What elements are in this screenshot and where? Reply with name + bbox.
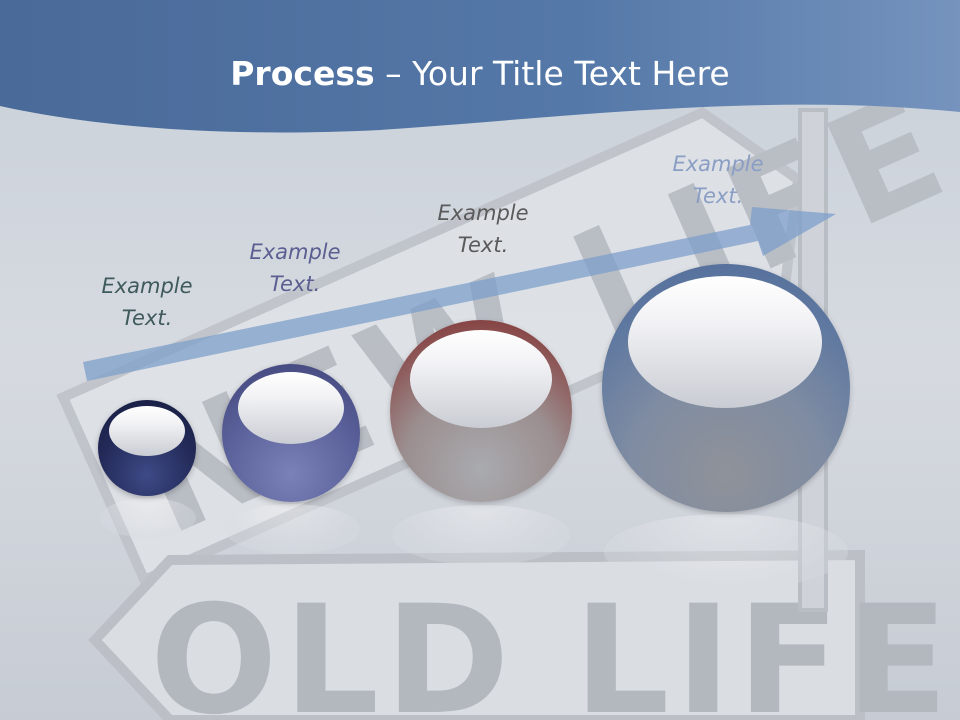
step-3-label: Example Text. — [418, 197, 548, 261]
step-1-label-line2: Text. — [121, 306, 173, 330]
step-4-sphere — [602, 264, 850, 512]
step-3-reflection — [392, 505, 570, 565]
step-2-label-line2: Text. — [269, 272, 321, 296]
step-1-reflection — [100, 498, 196, 538]
step-4-reflection — [604, 514, 848, 590]
step-4-label-line1: Example — [672, 152, 764, 176]
step-2-label: Example Text. — [230, 236, 360, 300]
title-rest: – Your Title Text Here — [374, 54, 730, 93]
step-2-highlight — [238, 372, 344, 444]
step-3-highlight — [410, 330, 552, 428]
step-1-label-line1: Example — [101, 274, 193, 298]
step-1-highlight — [109, 406, 185, 456]
step-2-label-line1: Example — [249, 240, 341, 264]
header-banner — [0, 0, 960, 133]
step-1-sphere — [98, 400, 196, 496]
step-4-label-line2: Text. — [692, 184, 744, 208]
step-3-sphere — [390, 320, 572, 502]
step-3-label-line2: Text. — [457, 233, 509, 257]
title-bold: Process — [230, 54, 375, 93]
step-2-reflection — [224, 504, 360, 554]
step-4-label: Example Text. — [653, 148, 783, 212]
step-4-highlight — [628, 276, 822, 408]
step-3-label-line1: Example — [437, 201, 529, 225]
step-2-sphere — [222, 364, 360, 502]
slide-title: Process – Your Title Text Here — [0, 52, 960, 96]
step-1-label: Example Text. — [82, 270, 212, 334]
